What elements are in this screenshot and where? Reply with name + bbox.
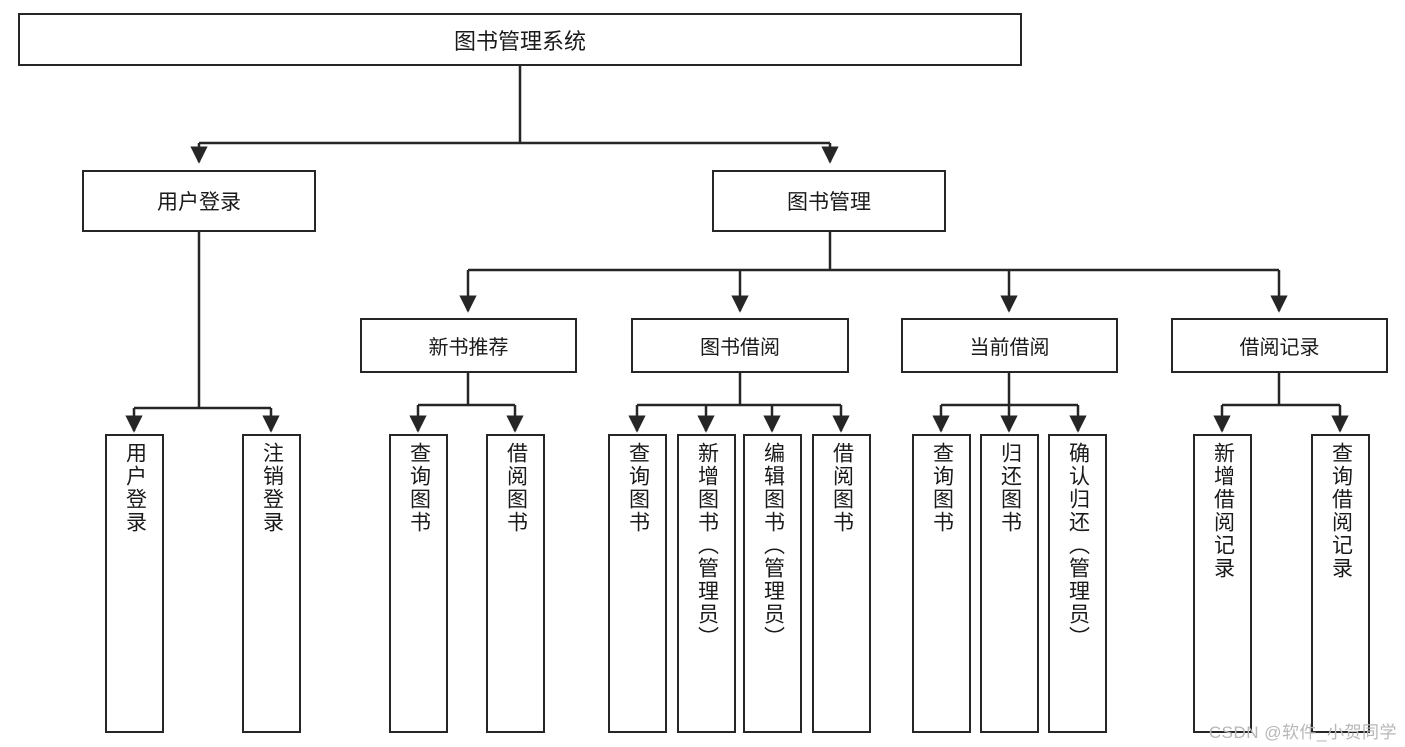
node-label: 查询图书 <box>407 442 431 534</box>
node-label: 图书管理系统 <box>453 28 586 54</box>
node-label: 新书推荐 <box>428 337 509 359</box>
node-current-borrow[interactable]: 当前借阅 <box>901 318 1118 373</box>
node-borrow-records[interactable]: 借阅记录 <box>1171 318 1388 373</box>
node-label: 当前借阅 <box>969 337 1050 359</box>
watermark-text: CSDN @软件_小贺同学 <box>1208 723 1397 742</box>
node-label: 新增借阅记录 <box>1211 442 1235 580</box>
node-label: 图书管理 <box>787 191 871 214</box>
leaf-current-query-book[interactable]: 查询图书 <box>912 434 971 733</box>
leaf-recommend-query-book[interactable]: 查询图书 <box>389 434 448 733</box>
node-label: 借阅图书 <box>830 442 854 534</box>
leaf-borrow-add-book-admin[interactable]: 新增图书（管理员） <box>677 434 736 733</box>
node-label: 确认归还（管理员） <box>1066 442 1090 649</box>
leaf-borrow-query-book[interactable]: 查询图书 <box>608 434 667 733</box>
leaf-recommend-borrow-book[interactable]: 借阅图书 <box>486 434 545 733</box>
leaf-borrow-edit-book-admin[interactable]: 编辑图书（管理员） <box>743 434 802 733</box>
node-label: 借阅图书 <box>504 442 528 534</box>
node-label: 查询图书 <box>930 442 954 534</box>
node-label: 查询借阅记录 <box>1329 442 1353 580</box>
node-new-book-recommend[interactable]: 新书推荐 <box>360 318 577 373</box>
node-label: 归还图书 <box>998 442 1022 534</box>
node-book-management[interactable]: 图书管理 <box>712 170 946 232</box>
node-label: 用户登录 <box>157 191 241 214</box>
leaf-borrow-borrow-book[interactable]: 借阅图书 <box>812 434 871 733</box>
node-label: 新增图书（管理员） <box>695 442 719 649</box>
leaf-records-query-record[interactable]: 查询借阅记录 <box>1311 434 1370 733</box>
node-label: 查询图书 <box>626 442 650 534</box>
leaf-current-confirm-return-admin[interactable]: 确认归还（管理员） <box>1048 434 1107 733</box>
node-root-system[interactable]: 图书管理系统 <box>18 13 1022 66</box>
leaf-records-add-record[interactable]: 新增借阅记录 <box>1193 434 1252 733</box>
node-label: 注销登录 <box>260 442 284 534</box>
leaf-current-return-book[interactable]: 归还图书 <box>980 434 1039 733</box>
node-label: 编辑图书（管理员） <box>761 442 785 649</box>
node-book-borrow[interactable]: 图书借阅 <box>631 318 849 373</box>
node-label: 图书借阅 <box>700 337 780 359</box>
node-user-login[interactable]: 用户登录 <box>82 170 316 232</box>
node-label: 借阅记录 <box>1239 337 1320 359</box>
node-label: 用户登录 <box>123 442 147 534</box>
leaf-user-logout[interactable]: 注销登录 <box>242 434 301 733</box>
leaf-user-login[interactable]: 用户登录 <box>105 434 164 733</box>
